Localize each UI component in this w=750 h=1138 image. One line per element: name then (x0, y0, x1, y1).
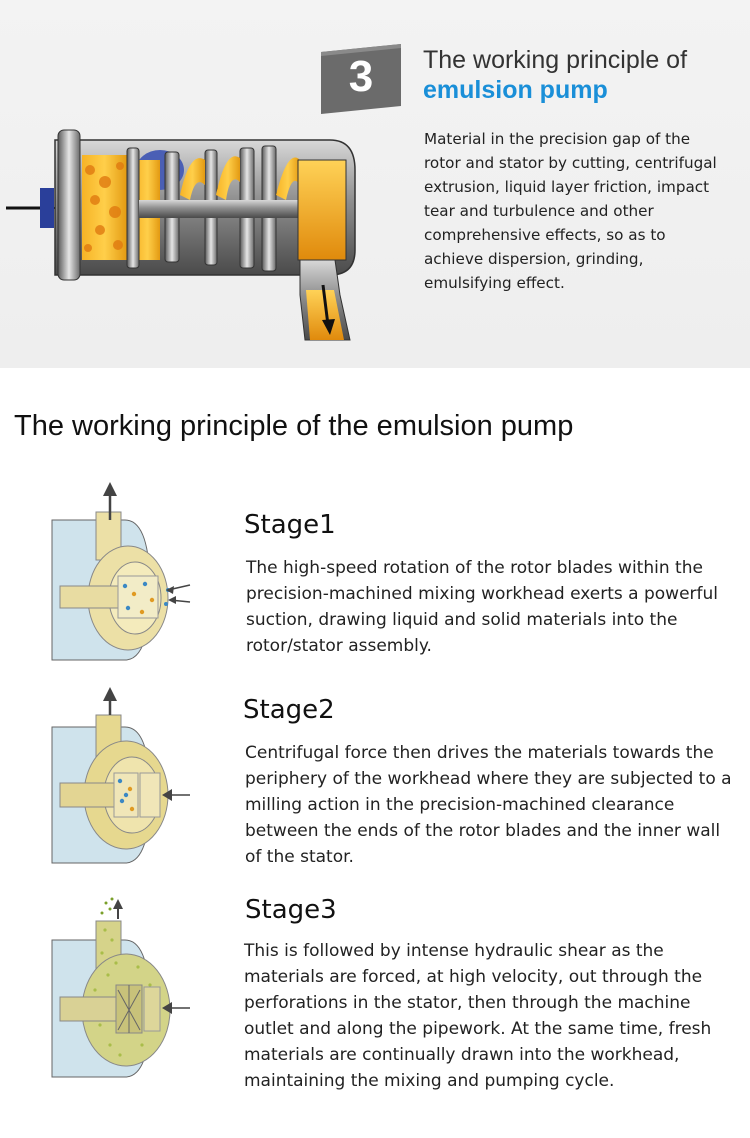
hero-description: Material in the precision gap of the rot… (424, 130, 717, 292)
pump-cutaway-illustration (6, 129, 356, 341)
stage2-title: Stage2 (243, 695, 335, 725)
hero-title-line2: emulsion pump (423, 76, 608, 104)
stage2-text: Centrifugal force then drives the materi… (245, 743, 732, 867)
stage2-pump-diagram (51, 687, 190, 864)
step-badge: 3 (321, 44, 401, 114)
stage3-text: This is followed by intense hydraulic sh… (244, 941, 712, 1091)
stage1-pump-diagram (51, 482, 191, 661)
stage3-pump-diagram (51, 897, 190, 1078)
stage3-title: Stage3 (245, 895, 337, 925)
stage1-title: Stage1 (244, 510, 336, 540)
section-title: The working principle of the emulsion pu… (14, 410, 574, 442)
step-number: 3 (348, 52, 374, 101)
stage-3: Stage3 This is followed by intense hydra… (0, 895, 750, 1091)
hero-title-line1: The working principle of (423, 46, 688, 74)
stage1-text: The high-speed rotation of the rotor bla… (246, 558, 719, 656)
stage-2: Stage2 Centrifugal force then drives the… (0, 685, 750, 875)
stage-1: Stage1 The high-speed rotation of the ro… (0, 480, 750, 670)
hero-banner: 3 The working principle of emulsion pump… (0, 0, 750, 368)
